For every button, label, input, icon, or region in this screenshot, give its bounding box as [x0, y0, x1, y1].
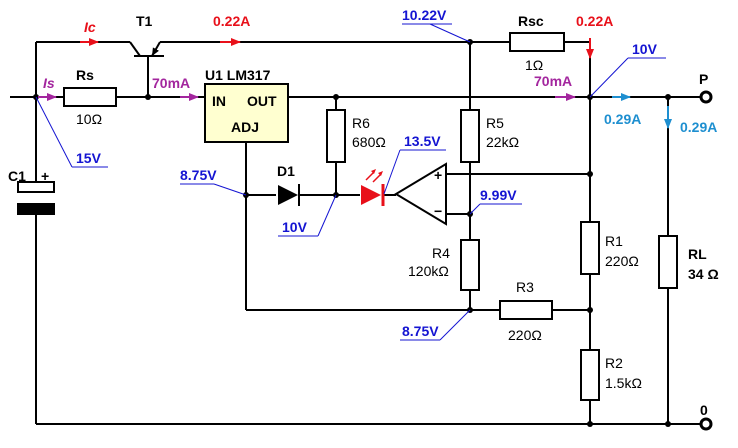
resistor-r2 — [580, 349, 600, 401]
resistor-rsc — [509, 32, 565, 52]
resistor-r4 — [460, 239, 480, 291]
capacitor-c1 — [17, 181, 55, 215]
ic-value: 0.22A — [213, 13, 250, 29]
is-value: 70mA — [152, 75, 190, 91]
resistor-r5 — [460, 109, 480, 163]
v-d1: 10V — [282, 219, 308, 235]
rl-current: 0.29A — [680, 119, 717, 135]
r6-label: R6 — [352, 115, 370, 131]
r3-value: 220Ω — [508, 327, 542, 343]
v-opamp-minus: 9.99V — [480, 187, 517, 203]
out-current: 70mA — [534, 73, 572, 89]
rs-label: Rs — [76, 67, 94, 83]
terminal-p-label: P — [699, 71, 708, 87]
terminal-p — [699, 90, 713, 104]
r4-value: 120kΩ — [408, 263, 449, 279]
rsc-current: 0.22A — [576, 13, 613, 29]
r3-label: R3 — [516, 279, 534, 295]
current-arrows — [38, 38, 672, 129]
voltage-leaders — [35, 23, 666, 341]
terminal-0 — [699, 417, 713, 431]
r1-label: R1 — [605, 233, 623, 249]
r5-value: 22kΩ — [486, 134, 519, 150]
v-adj: 8.75V — [180, 167, 217, 183]
opamp-plus: + — [434, 167, 442, 183]
wiring — [10, 41, 706, 425]
ic-label: Ic — [84, 19, 96, 35]
rs-value: 10Ω — [76, 111, 102, 127]
t1-label: T1 — [136, 13, 153, 29]
opamp — [394, 162, 447, 226]
c1-label: C1 — [8, 168, 26, 184]
rsc-label: Rsc — [518, 13, 544, 29]
d1-label: D1 — [277, 163, 295, 179]
opamp-minus: − — [434, 203, 442, 219]
resistor-rs — [63, 87, 117, 107]
r1-value: 220Ω — [605, 253, 639, 269]
rl-label: RL — [688, 246, 707, 262]
is-label: Is — [43, 75, 55, 91]
v-t1-emitter: 10.22V — [402, 7, 447, 23]
rl-value: 34 Ω — [688, 266, 719, 282]
diode-d1 — [278, 184, 300, 206]
led-indicator — [361, 169, 385, 206]
v-opamp-out: 13.5V — [404, 133, 441, 149]
u1-adj-pin: ADJ — [231, 119, 259, 135]
r5-label: R5 — [486, 115, 504, 131]
rsc-value: 1Ω — [525, 57, 543, 73]
v-r3: 8.75V — [402, 323, 439, 339]
resistor-r3 — [499, 300, 553, 320]
resistor-r1 — [580, 221, 600, 275]
v-in: 15V — [76, 150, 102, 166]
resistor-r6 — [326, 109, 346, 163]
v-out: 10V — [632, 41, 658, 57]
regulator-u1 — [204, 83, 289, 143]
terminal-0-label: 0 — [700, 402, 708, 418]
load-current: 0.29A — [604, 111, 641, 127]
c1-plus: + — [41, 168, 49, 184]
r4-label: R4 — [432, 245, 450, 261]
u1-out-pin: OUT — [247, 93, 277, 109]
r2-value: 1.5kΩ — [605, 375, 642, 391]
r2-label: R2 — [605, 355, 623, 371]
u1-label: U1 LM317 — [205, 67, 271, 83]
u1-in-pin: IN — [212, 93, 226, 109]
resistor-rl — [658, 235, 678, 289]
transistor-t1 — [129, 41, 164, 62]
r6-value: 680Ω — [352, 134, 386, 150]
